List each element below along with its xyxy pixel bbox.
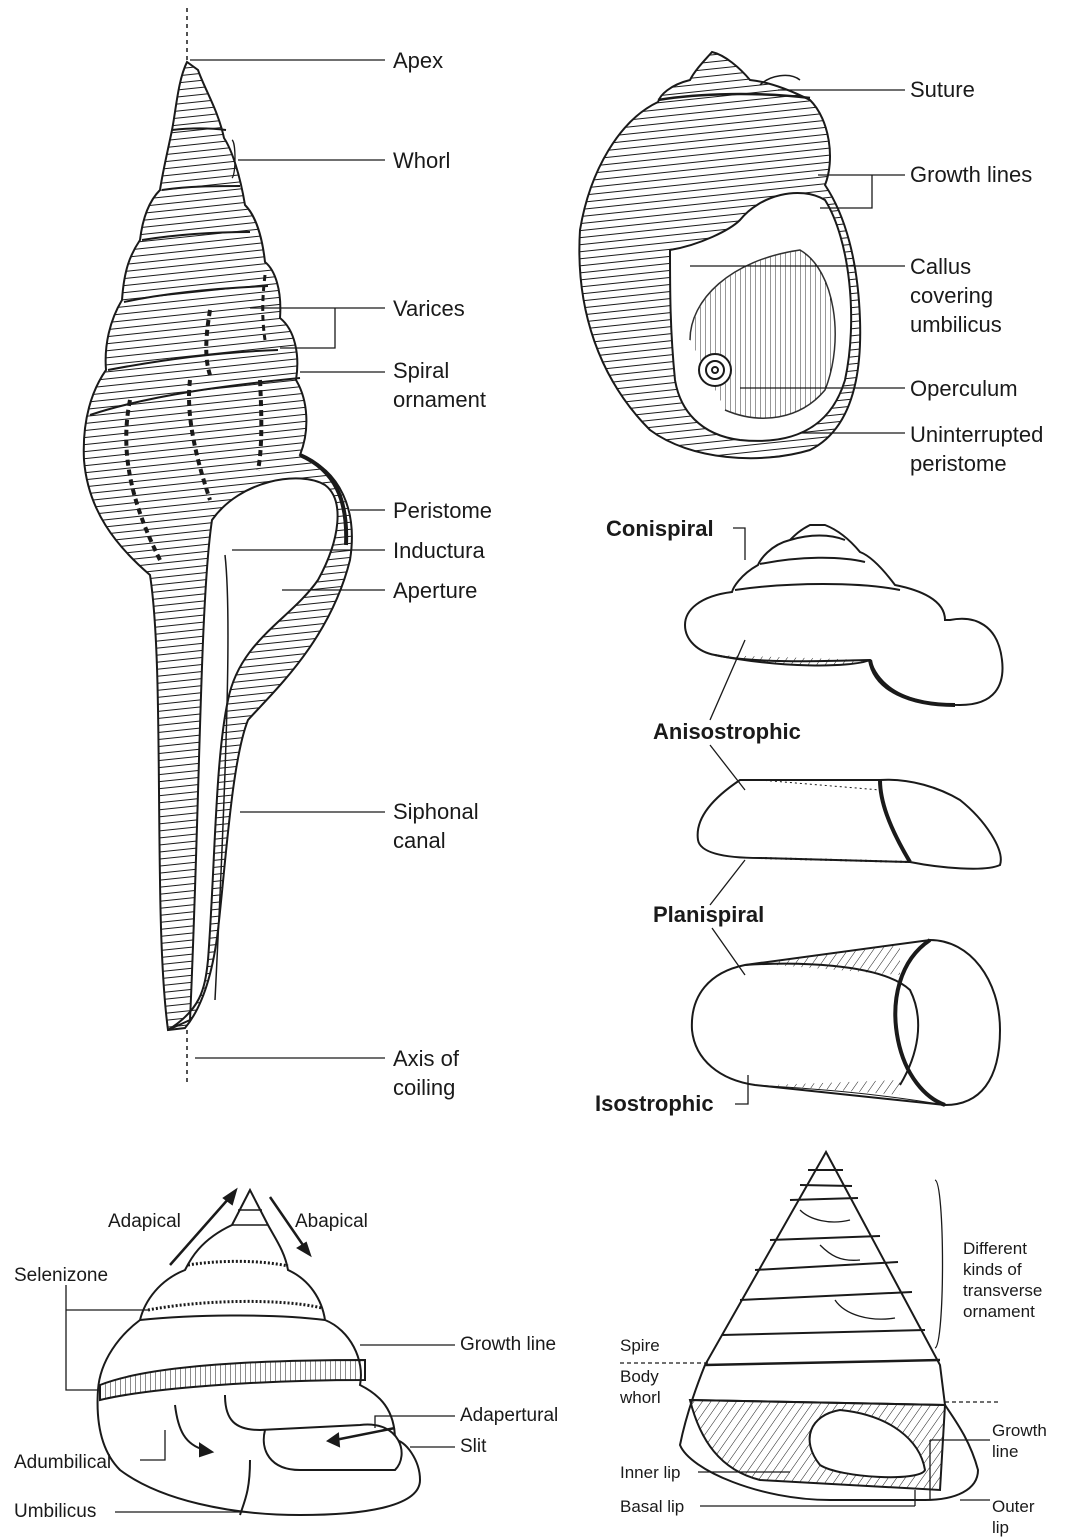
label-growth-line: Growth line: [460, 1333, 556, 1357]
label-slit: Slit: [460, 1435, 486, 1459]
fusiform-shell: [84, 8, 352, 1082]
planispiral-shell: [698, 780, 1001, 869]
label-conispiral: Conispiral: [606, 514, 714, 543]
label-umbilicus: Umbilicus: [14, 1500, 96, 1524]
label-inductura: Inductura: [393, 536, 485, 565]
label-selenizone: Selenizone: [14, 1264, 108, 1288]
label-apex: Apex: [393, 46, 443, 75]
round-shell: [579, 52, 860, 458]
label-abapical: Abapical: [295, 1210, 368, 1234]
trochiform-shell: [98, 1190, 420, 1515]
label-aperture: Aperture: [393, 576, 477, 605]
label-inner-lip: Inner lip: [620, 1462, 680, 1483]
label-suture: Suture: [910, 75, 975, 104]
label-isostrophic: Isostrophic: [595, 1089, 714, 1118]
label-growth-lines: Growth lines: [910, 160, 1032, 189]
label-adapertural: Adapertural: [460, 1404, 558, 1428]
label-basal-lip: Basal lip: [620, 1496, 684, 1517]
label-varices: Varices: [393, 294, 465, 323]
label-adapical: Adapical: [108, 1210, 181, 1234]
label-anisostrophic: Anisostrophic: [653, 717, 801, 746]
label-whorl: Whorl: [393, 146, 450, 175]
label-spire: Spire: [620, 1335, 660, 1356]
conical-shell: [680, 1152, 978, 1500]
label-peristome: Peristome: [393, 496, 492, 525]
conispiral-shell: [685, 525, 1003, 705]
label-operculum: Operculum: [910, 374, 1018, 403]
label-planispiral: Planispiral: [653, 900, 764, 929]
label-adumbilical: Adumbilical: [14, 1451, 111, 1475]
